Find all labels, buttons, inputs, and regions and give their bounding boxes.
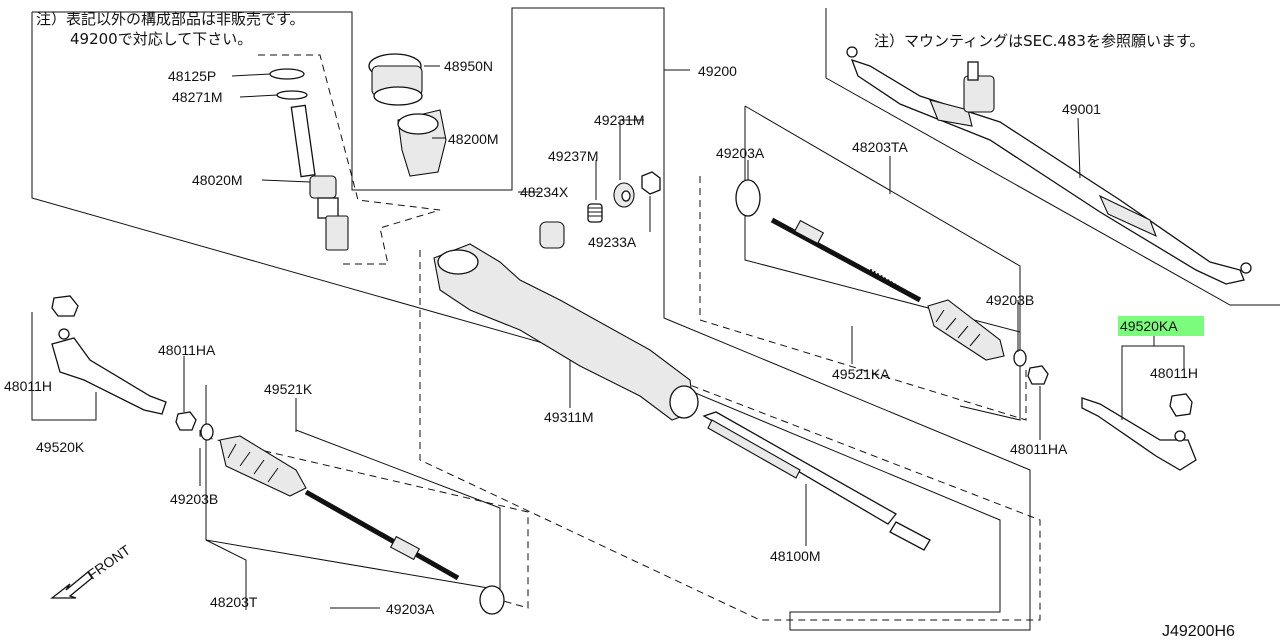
- front-direction-label: FRONT: [85, 541, 134, 582]
- label-48100M[interactable]: 48100M: [770, 548, 821, 564]
- dashed-box-rack: [419, 250, 1041, 621]
- label-48011H-right[interactable]: 48011H: [1150, 365, 1198, 381]
- rack-48100M: [702, 411, 931, 551]
- spring-49237M: [587, 203, 603, 223]
- boot-48950N: [368, 53, 423, 106]
- inner-tie-rod-left: [304, 489, 460, 581]
- label-49233A[interactable]: 49233A: [588, 234, 637, 250]
- boot-left-48203T: [219, 435, 307, 497]
- label-49521K[interactable]: 49521K: [264, 381, 313, 397]
- inner-tie-rod-right: [770, 217, 922, 303]
- tie-rod-end-49520K: [51, 328, 167, 415]
- nut-48011HA-left: [175, 411, 197, 431]
- plug-49231M: [613, 182, 635, 208]
- bushing-48234X: [539, 221, 565, 249]
- label-49200[interactable]: 49200: [698, 63, 737, 79]
- label-49203B-left[interactable]: 49203B: [170, 491, 218, 507]
- clamp-49203B-left: [200, 423, 214, 441]
- label-49521KA[interactable]: 49521KA: [832, 366, 890, 382]
- box-49521K: [205, 385, 501, 591]
- label-48950N[interactable]: 48950N: [444, 58, 493, 74]
- note-left-line1: 注）表記以外の構成部品は非販売です。: [36, 10, 305, 28]
- dashed-box-left-rod: [199, 430, 529, 609]
- pinion-shaft-48020M: [290, 104, 349, 251]
- assembly-box-49001: [825, 8, 1280, 306]
- diagram-code: J49200H6: [1162, 623, 1235, 640]
- nut-49233A: [641, 171, 661, 195]
- label-49203A-top[interactable]: 49203A: [716, 145, 765, 161]
- boot-right-48203TA: [927, 299, 1005, 361]
- label-48011HA-left[interactable]: 48011HA: [158, 342, 216, 358]
- label-48020M[interactable]: 48020M: [192, 172, 243, 188]
- label-48271M[interactable]: 48271M: [172, 89, 223, 105]
- label-48011H-left[interactable]: 48011H: [4, 378, 52, 394]
- note-left-line2: 49200で対応して下さい。: [70, 30, 252, 48]
- dashed-box-right-rod: [699, 176, 1027, 421]
- boot-48200M: [397, 109, 447, 177]
- label-49520KA[interactable]: 49520KA: [1120, 318, 1178, 334]
- label-48011HA-right[interactable]: 48011HA: [1010, 441, 1068, 457]
- label-48203TA[interactable]: 48203TA: [852, 139, 908, 155]
- note-right: 注）マウンティングはSEC.483を参照願います。: [874, 32, 1204, 50]
- clamp-49203B-right: [1013, 349, 1027, 367]
- nut-48011H-left: [51, 295, 79, 317]
- gear-housing-49311M: [433, 243, 699, 421]
- assembly-bracket-left: [31, 12, 646, 373]
- label-48125P[interactable]: 48125P: [168, 68, 216, 84]
- label-49203A-bottom[interactable]: 49203A: [386, 601, 435, 617]
- label-49001[interactable]: 49001: [1062, 101, 1101, 117]
- label-49237M[interactable]: 49237M: [548, 148, 599, 164]
- front-direction-arrow-icon: [50, 571, 93, 599]
- tie-rod-end-49520KA: [1081, 397, 1197, 471]
- label-49231M[interactable]: 49231M: [594, 112, 645, 128]
- leader-lines: [31, 65, 1185, 610]
- rack-assembly-49001: [846, 46, 1252, 285]
- label-49520K[interactable]: 49520K: [36, 439, 85, 455]
- dashed-box-column: [258, 54, 441, 265]
- clamp-49203A-right: [735, 179, 761, 217]
- label-49311M[interactable]: 49311M: [544, 409, 594, 425]
- label-48200M[interactable]: 48200M: [448, 131, 499, 147]
- label-49203B-right[interactable]: 49203B: [986, 292, 1034, 308]
- box-48203TA: [744, 105, 1021, 332]
- clamp-49203A-left: [479, 585, 505, 615]
- snap-ring-48125P: [269, 68, 305, 80]
- o-ring-48271M: [276, 90, 308, 100]
- label-48234X[interactable]: 48234X: [520, 184, 569, 200]
- nut-48011H-right: [1169, 393, 1193, 417]
- label-48203T[interactable]: 48203T: [210, 594, 258, 610]
- nut-48011HA-right: [1027, 365, 1049, 385]
- assembly-bracket-top: [32, 7, 1031, 631]
- highlight-49520KA: [1118, 316, 1204, 336]
